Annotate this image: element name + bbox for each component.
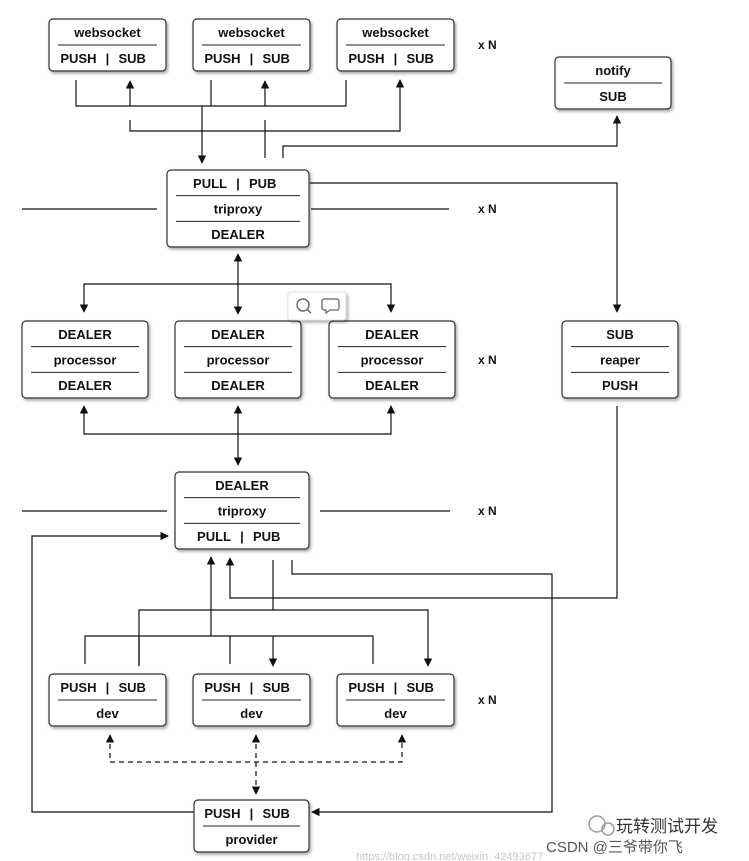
node-bottom-label: provider — [225, 832, 277, 847]
port-separator: | — [240, 529, 244, 544]
node-middle-label: triproxy — [214, 202, 263, 217]
node-bottom-label: DEALER — [365, 378, 419, 393]
port-separator: | — [250, 680, 254, 695]
edge-reaper-to-triproxy-pull — [225, 406, 618, 599]
port-right-label: SUB — [119, 680, 146, 695]
nodes: websocketPUSH|SUBwebsocketPUSH|SUBwebsoc… — [21, 18, 679, 853]
node-title-label: websocket — [73, 25, 141, 40]
node-middle-label: processor — [361, 353, 424, 368]
node-box — [166, 169, 310, 248]
node-bottom-label: PUSH — [602, 378, 638, 393]
node-box — [328, 320, 456, 399]
multiplier-triproxy-bottom: x N — [478, 504, 497, 518]
port-right-label: SUB — [263, 51, 290, 66]
node-box — [561, 320, 679, 399]
watermark-credit: CSDN @三爷带你飞 — [546, 839, 683, 856]
watermark-brand: 玩转测试开发 — [616, 817, 718, 836]
port-right-label: SUB — [407, 680, 434, 695]
node-box — [174, 471, 310, 550]
node-top-label: DEALER — [211, 327, 265, 342]
node-bottom-label: dev — [96, 706, 119, 721]
multiplier-labels: x N x N x N x N x N — [478, 38, 497, 707]
port-right-label: SUB — [407, 51, 434, 66]
node-top-label: SUB — [606, 327, 633, 342]
multiplier-triproxy-top: x N — [478, 202, 497, 216]
node-box — [21, 320, 149, 399]
node-bottom-label: SUB — [599, 89, 626, 104]
node-top-label: DEALER — [215, 478, 269, 493]
multiplier-dev: x N — [478, 693, 497, 707]
port-right-label: SUB — [263, 806, 290, 821]
port-left-label: PULL — [193, 176, 227, 191]
port-left-label: PULL — [197, 529, 231, 544]
port-left-label: PUSH — [204, 680, 240, 695]
port-left-label: PUSH — [348, 680, 384, 695]
node-top-label: DEALER — [365, 327, 419, 342]
comment-icon[interactable] — [321, 298, 340, 315]
node-bottom-label: DEALER — [211, 378, 265, 393]
port-right-label: PUB — [253, 529, 280, 544]
connectors — [22, 79, 622, 817]
port-separator: | — [394, 680, 398, 695]
node-bottom-label: DEALER — [58, 378, 112, 393]
search-icon[interactable] — [296, 298, 312, 314]
node-top-label: DEALER — [58, 327, 112, 342]
edge-pub-to-provider — [291, 560, 553, 817]
port-separator: | — [394, 51, 398, 66]
wechat-icon — [588, 815, 615, 836]
multiplier-processor: x N — [478, 353, 497, 367]
edge-triproxy-processor-bus — [79, 283, 396, 313]
port-left-label: PUSH — [204, 51, 240, 66]
node-provider: PUSH | SUB provider — [193, 799, 310, 853]
port-separator: | — [236, 176, 240, 191]
port-left-label: PUSH — [204, 806, 240, 821]
edge-pub-to-dev-sub — [138, 609, 433, 667]
node-middle-label: triproxy — [218, 504, 267, 519]
node-title-label: notify — [595, 63, 631, 78]
multiplier-websocket: x N — [478, 38, 497, 52]
edge-dev-provider-dashed — [105, 734, 407, 795]
port-right-label: SUB — [263, 680, 290, 695]
node-middle-label: processor — [54, 353, 117, 368]
node-bottom-label: dev — [384, 706, 407, 721]
node-middle-label: processor — [207, 353, 270, 368]
watermark-url: https://blog.csdn.net/weixin_42493677 — [356, 851, 543, 861]
edge-triproxy-to-reaper — [310, 182, 622, 313]
edge-provider-to-triproxy-pull — [31, 531, 194, 813]
port-left-label: PUSH — [60, 51, 96, 66]
edge-pub-to-notify — [282, 115, 622, 158]
port-separator: | — [106, 680, 110, 695]
node-bottom-label: DEALER — [211, 227, 265, 242]
port-right-label: SUB — [119, 51, 146, 66]
port-separator: | — [250, 51, 254, 66]
port-separator: | — [106, 51, 110, 66]
port-right-label: PUB — [249, 176, 276, 191]
edge-dev-push-bus — [84, 635, 374, 664]
node-middle-label: reaper — [600, 353, 640, 368]
node-box — [174, 320, 302, 399]
watermark: 玩转测试开发 CSDN @三爷带你飞 https://blog.csdn.net… — [356, 815, 718, 861]
node-title-label: websocket — [217, 25, 285, 40]
port-left-label: PUSH — [348, 51, 384, 66]
port-separator: | — [250, 806, 254, 821]
port-left-label: PUSH — [60, 680, 96, 695]
floating-toolbar — [287, 291, 347, 321]
node-title-label: websocket — [361, 25, 429, 40]
node-bottom-label: dev — [240, 706, 263, 721]
